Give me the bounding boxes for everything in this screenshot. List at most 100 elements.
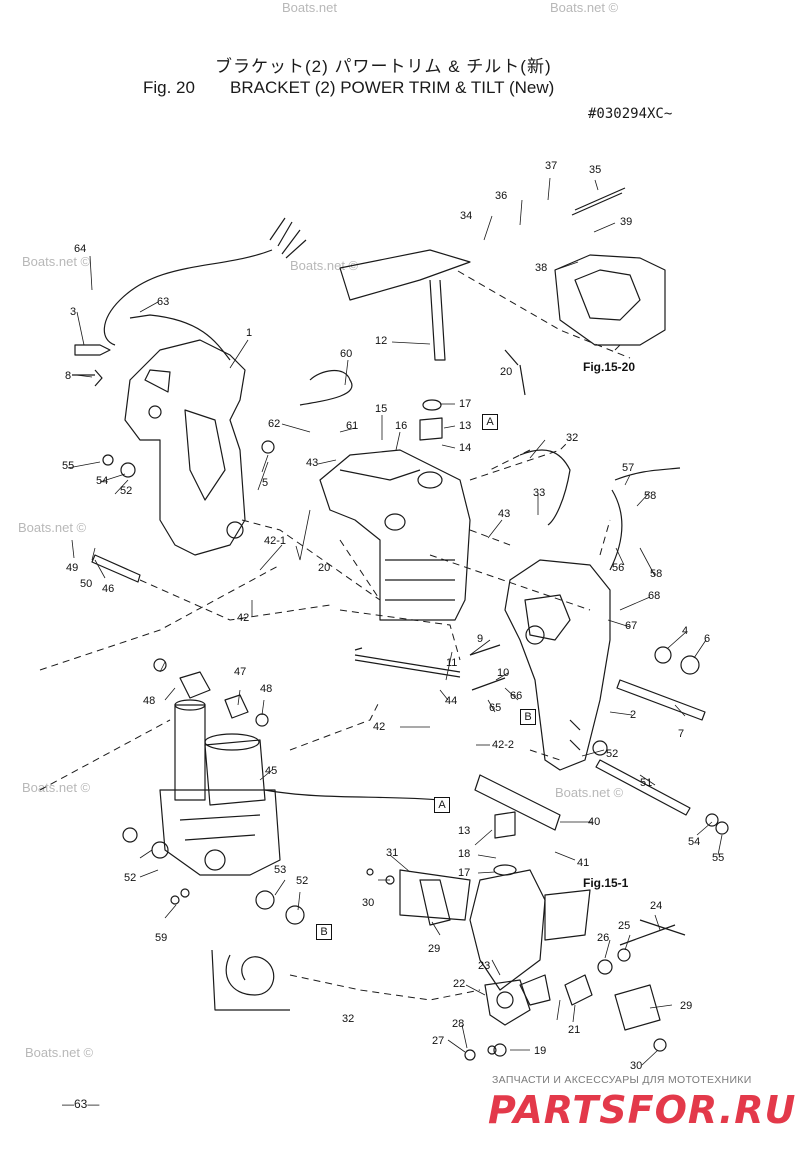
- watermark: Boats.net ©: [555, 785, 624, 800]
- callout-9: 9: [477, 633, 484, 645]
- callout-66: 66: [510, 690, 523, 702]
- callout-20: 20: [500, 366, 513, 378]
- callout-38: 38: [535, 262, 548, 274]
- callout-45: 45: [265, 765, 278, 777]
- callout-37: 37: [545, 160, 558, 172]
- serial-range: #030294XC~: [588, 106, 673, 122]
- watermark: Boats.net ©: [550, 0, 619, 15]
- connector-label-a: A: [482, 414, 498, 430]
- callout-35: 35: [589, 164, 602, 176]
- callout-13: 13: [459, 420, 472, 432]
- watermark: Boats.net ©: [18, 520, 87, 535]
- callout-44: 44: [445, 695, 458, 707]
- callout-60: 60: [340, 348, 353, 360]
- callout-11: 11: [446, 657, 458, 669]
- callout-18: 18: [458, 848, 471, 860]
- callout-21: 21: [568, 1024, 581, 1036]
- callout-33: 33: [533, 487, 546, 499]
- callout-52-repeat: 52: [296, 875, 309, 887]
- callout-30-repeat: 30: [630, 1060, 643, 1072]
- callout-34: 34: [460, 210, 473, 222]
- callout-39: 39: [620, 216, 633, 228]
- callout-58-repeat: 58: [650, 568, 663, 580]
- callout-30: 30: [362, 897, 375, 909]
- callout-2: 2: [630, 709, 637, 721]
- callout-32-repeat: 32: [342, 1013, 355, 1025]
- callout-15: 15: [375, 403, 388, 415]
- callout-58: 58: [644, 490, 657, 502]
- figure-label: Fig. 20: [143, 78, 195, 97]
- callout-23: 23: [478, 960, 491, 972]
- callout-17-repeat: 17: [458, 867, 471, 879]
- callout-46: 46: [102, 583, 115, 595]
- callout-28: 28: [452, 1018, 465, 1030]
- callout-49: 49: [66, 562, 79, 574]
- callout-3: 3: [70, 306, 77, 318]
- callout-67: 67: [625, 620, 638, 632]
- shop-logo[interactable]: PARTSFOR.RU: [488, 1088, 797, 1132]
- callout-1: 1: [246, 327, 253, 339]
- callout-22: 22: [453, 978, 466, 990]
- watermark: Boats.net: [282, 0, 337, 15]
- callout-56: 56: [612, 562, 625, 574]
- callout-59: 59: [155, 932, 168, 944]
- shop-tagline: ЗАПЧАСТИ И АКСЕССУАРЫ ДЛЯ МОТОТЕХНИКИ: [492, 1074, 752, 1086]
- callout-42-repeat: 42: [373, 721, 386, 733]
- callout-20-repeat: 20: [318, 562, 331, 574]
- callout-42-2: 42-2: [492, 739, 515, 751]
- callout-68: 68: [648, 590, 661, 602]
- callout-51: 51: [640, 777, 653, 789]
- callout-12: 12: [375, 335, 388, 347]
- callout-4: 4: [682, 625, 689, 637]
- connector-label-a: A: [434, 797, 450, 813]
- callout-43-repeat: 43: [498, 508, 511, 520]
- figure-reference-15-20[interactable]: Fig.15-20: [583, 360, 636, 374]
- callout-62: 62: [268, 418, 281, 430]
- callout-6: 6: [704, 633, 711, 645]
- callout-27: 27: [432, 1035, 445, 1047]
- watermark: Boats.net ©: [25, 1045, 94, 1060]
- callout-40: 40: [588, 816, 601, 828]
- callout-29: 29: [428, 943, 441, 955]
- callout-64: 64: [74, 243, 87, 255]
- callout-5: 5: [262, 477, 269, 489]
- callout-41: 41: [577, 857, 590, 869]
- title-japanese: ブラケット(2) パワートリム & チルト(新): [215, 57, 552, 76]
- callout-8: 8: [65, 370, 72, 382]
- callout-43: 43: [306, 457, 319, 469]
- callout-52-repeat: 52: [124, 872, 137, 884]
- connector-label-b: B: [520, 709, 536, 725]
- callout-31: 31: [386, 847, 399, 859]
- callout-26: 26: [597, 932, 610, 944]
- callout-24: 24: [650, 900, 663, 912]
- callout-53: 53: [274, 864, 287, 876]
- callout-7: 7: [678, 728, 685, 740]
- callout-10: 10: [497, 667, 510, 679]
- callout-36: 36: [495, 190, 508, 202]
- connector-label-b: B: [316, 924, 332, 940]
- watermark: Boats.net ©: [22, 780, 91, 795]
- callout-61: 61: [346, 420, 359, 432]
- callout-65: 65: [489, 702, 502, 714]
- callout-54-repeat: 54: [688, 836, 701, 848]
- callout-48-repeat: 48: [143, 695, 156, 707]
- callout-57: 57: [622, 462, 635, 474]
- callout-63: 63: [157, 296, 170, 308]
- callout-47: 47: [234, 666, 247, 678]
- callout-32: 32: [566, 432, 579, 444]
- callout-19: 19: [534, 1045, 547, 1057]
- callout-50: 50: [80, 578, 93, 590]
- callout-42-1: 42-1: [264, 535, 287, 547]
- callout-16: 16: [395, 420, 408, 432]
- watermark: Boats.net ©: [290, 258, 359, 273]
- callout-29-repeat: 29: [680, 1000, 693, 1012]
- callout-17: 17: [459, 398, 472, 410]
- figure-reference-15-1[interactable]: Fig.15-1: [583, 876, 629, 890]
- callout-48: 48: [260, 683, 273, 695]
- watermark: Boats.net ©: [22, 254, 91, 269]
- figure-title: BRACKET (2) POWER TRIM & TILT (New): [230, 78, 555, 97]
- callout-25: 25: [618, 920, 631, 932]
- callout-42: 42: [237, 612, 250, 624]
- callout-55: 55: [62, 460, 75, 472]
